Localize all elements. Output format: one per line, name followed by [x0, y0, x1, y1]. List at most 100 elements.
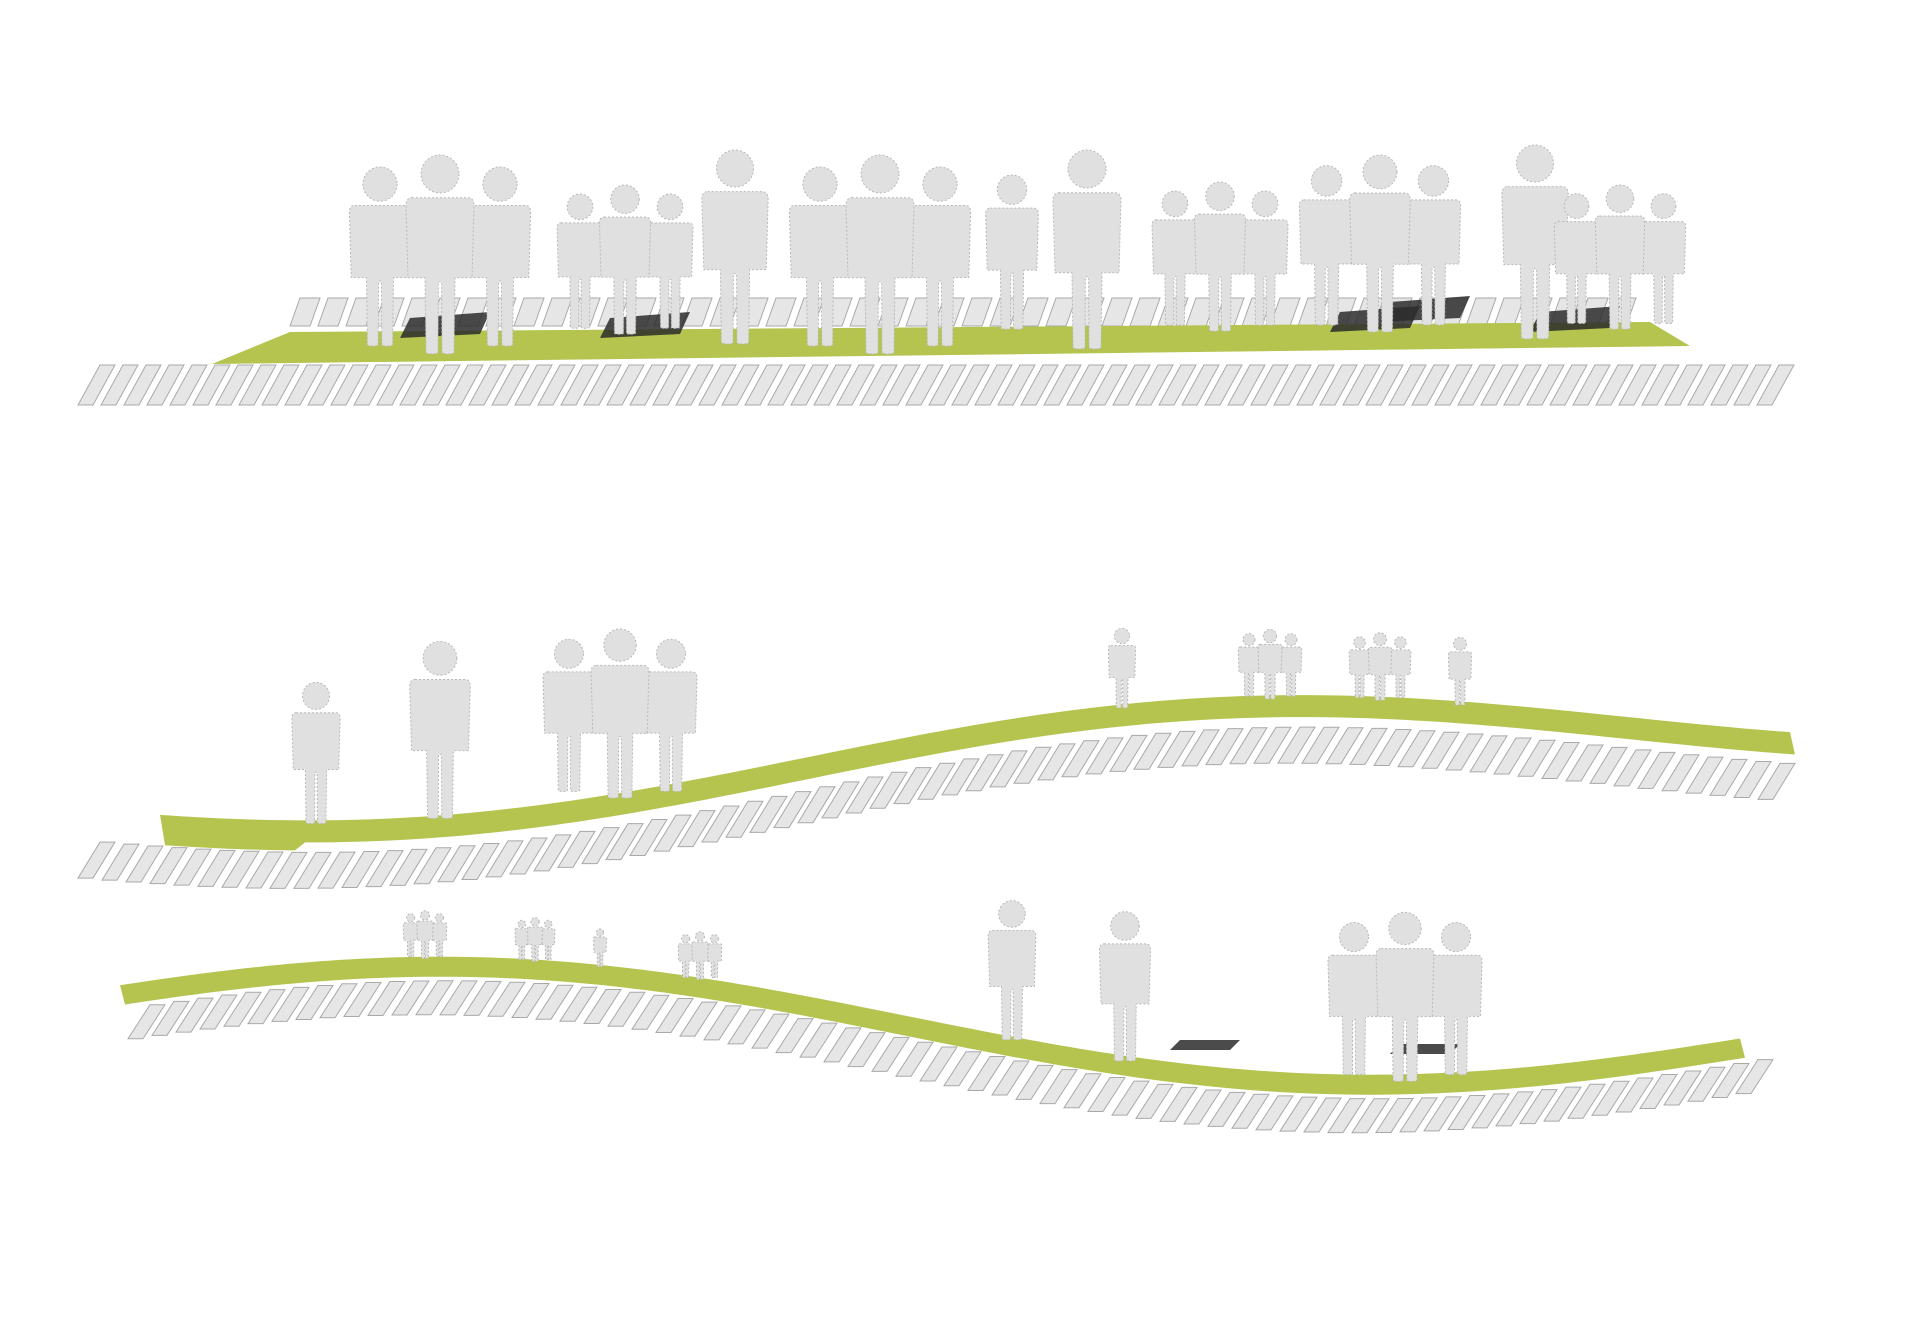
slat: [917, 762, 956, 800]
slat: [1020, 364, 1059, 406]
slat: [1277, 726, 1316, 764]
figure-group: [556, 184, 694, 335]
slat: [367, 981, 406, 1017]
slat: [751, 1013, 790, 1049]
person-head: [1605, 184, 1635, 214]
slat: [192, 364, 231, 406]
slat: [317, 851, 356, 889]
slat: [1365, 364, 1404, 406]
slat-row: [77, 726, 1796, 889]
slat: [1565, 744, 1604, 782]
slat: [1045, 297, 1077, 327]
figure-group: [1327, 911, 1483, 1082]
slat: [965, 754, 1004, 792]
person-figure: [1553, 193, 1600, 325]
figure-group: [1151, 181, 1289, 332]
slat: [1207, 1091, 1246, 1127]
slat: [725, 800, 764, 838]
person-figure: [1098, 911, 1152, 1062]
slat: [1434, 364, 1473, 406]
slat-row: [127, 980, 1774, 1134]
person-figure: [405, 154, 475, 355]
slat: [605, 823, 644, 861]
slat: [123, 364, 162, 406]
slat: [606, 364, 645, 406]
slat: [330, 364, 369, 406]
person-head: [434, 913, 445, 923]
slat: [1066, 364, 1105, 406]
slat: [295, 984, 334, 1020]
figure-group: [348, 154, 532, 355]
person-figure: [788, 166, 852, 347]
slat-row: [77, 364, 1795, 406]
slat: [675, 364, 714, 406]
slat: [928, 364, 967, 406]
slat: [389, 848, 428, 886]
figure-group: [788, 154, 972, 355]
slat: [797, 786, 836, 824]
person-figure: [1429, 922, 1483, 1076]
slat: [1397, 730, 1436, 768]
person-head: [1650, 193, 1677, 219]
slat: [1037, 743, 1076, 781]
person-figure: [706, 934, 723, 979]
figure-group: [701, 149, 769, 345]
slat: [775, 1018, 814, 1054]
person-figure: [593, 928, 607, 968]
slat: [1641, 364, 1680, 406]
person-head: [656, 193, 684, 221]
slat: [721, 364, 760, 406]
slat: [943, 1051, 982, 1087]
slat: [1589, 746, 1628, 784]
figure-group: [402, 910, 448, 960]
slat: [173, 848, 212, 886]
slat: [1613, 749, 1652, 787]
slat: [1733, 760, 1772, 798]
person-figure: [1501, 144, 1569, 340]
slat: [1503, 364, 1542, 406]
slat: [1158, 364, 1197, 406]
person-head: [1515, 144, 1555, 183]
slat: [376, 364, 415, 406]
figure-group: [987, 900, 1037, 1041]
person-head: [1353, 636, 1366, 649]
slat: [238, 364, 277, 406]
slat: [1411, 364, 1450, 406]
slat: [1303, 1097, 1342, 1133]
slat: [197, 849, 236, 887]
person-figure: [701, 149, 769, 345]
slat: [1181, 364, 1220, 406]
person-head: [610, 184, 640, 214]
slat: [1465, 297, 1497, 327]
slat: [1129, 297, 1161, 327]
person-figure: [1367, 632, 1393, 701]
slat: [727, 1009, 766, 1045]
person-figure: [556, 193, 604, 329]
person-head: [1373, 632, 1387, 647]
slat: [307, 364, 346, 406]
person-head: [1310, 165, 1343, 197]
slat: [1135, 1083, 1174, 1119]
slat: [631, 994, 670, 1030]
slat: [1445, 733, 1484, 771]
slat: [365, 850, 404, 888]
figure-group: [409, 640, 471, 820]
slat: [149, 847, 188, 885]
slat: [991, 1060, 1030, 1096]
slat: [1735, 1059, 1774, 1095]
slat: [127, 1004, 166, 1040]
slat: [1399, 1097, 1438, 1133]
person-figure: [1348, 636, 1371, 699]
person-head: [603, 628, 637, 662]
person-head: [422, 640, 458, 676]
slat: [703, 1005, 742, 1041]
slat: [1342, 364, 1381, 406]
person-figure: [1279, 633, 1303, 697]
slat: [1639, 1074, 1678, 1110]
person-head: [860, 154, 900, 194]
slat: [169, 364, 208, 406]
slat: [698, 364, 737, 406]
slat: [445, 364, 484, 406]
slat: [607, 991, 646, 1027]
